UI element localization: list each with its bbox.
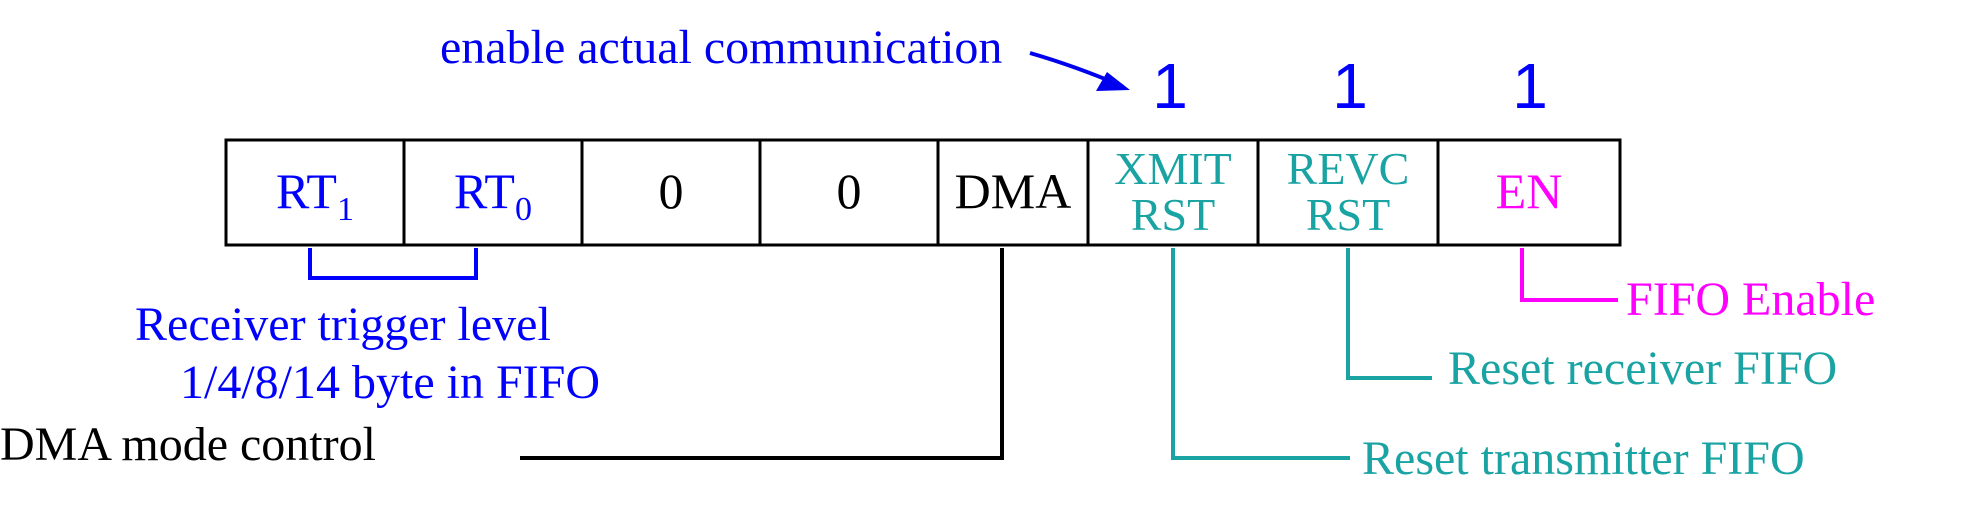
bit-rt1-label: RT1	[276, 163, 354, 228]
receiver-trigger-label-line2: 1/4/8/14 byte in FIFO	[180, 356, 600, 409]
en-leader-line	[1520, 248, 1618, 302]
bit-revc-label-bottom: RST	[1306, 189, 1390, 240]
bit-cell-2	[1086, 138, 1260, 247]
dma-mode-label: DMA mode control	[0, 418, 376, 471]
bit-value-en: 1	[1512, 50, 1548, 122]
bit-value-xmit: 1	[1152, 50, 1188, 122]
register-cells	[224, 138, 1622, 247]
reset-receiver-label: Reset receiver FIFO	[1448, 342, 1837, 395]
reset-transmitter-label: Reset transmitter FIFO	[1362, 432, 1805, 485]
xmit-leader-line	[1171, 248, 1350, 460]
bit-cell-0	[1436, 138, 1622, 247]
revc-leader-line	[1346, 248, 1432, 380]
bit-dma-label: DMA	[955, 163, 1072, 219]
bit-xmit-label-bottom: RST	[1131, 189, 1215, 240]
annotation-arrowhead	[1096, 72, 1130, 91]
dma-leader-line	[520, 248, 1004, 460]
receiver-trigger-label-line1: Receiver trigger level	[135, 298, 551, 351]
bit-cell-5	[580, 138, 762, 247]
bit-5-value: 0	[659, 163, 684, 219]
bit-rt0-label: RT0	[454, 163, 532, 228]
fifo-enable-label: FIFO Enable	[1626, 273, 1875, 326]
bit-value-revc: 1	[1332, 50, 1368, 122]
enable-communication-annotation: enable actual communication	[440, 21, 1002, 74]
bit-revc-label-top: REVC	[1287, 143, 1410, 194]
rt-bracket	[308, 248, 478, 280]
bit-xmit-label-top: XMIT	[1114, 143, 1232, 194]
bit-cell-6	[402, 138, 584, 247]
bit-4-value: 0	[837, 163, 862, 219]
bit-en-label: EN	[1496, 163, 1563, 219]
